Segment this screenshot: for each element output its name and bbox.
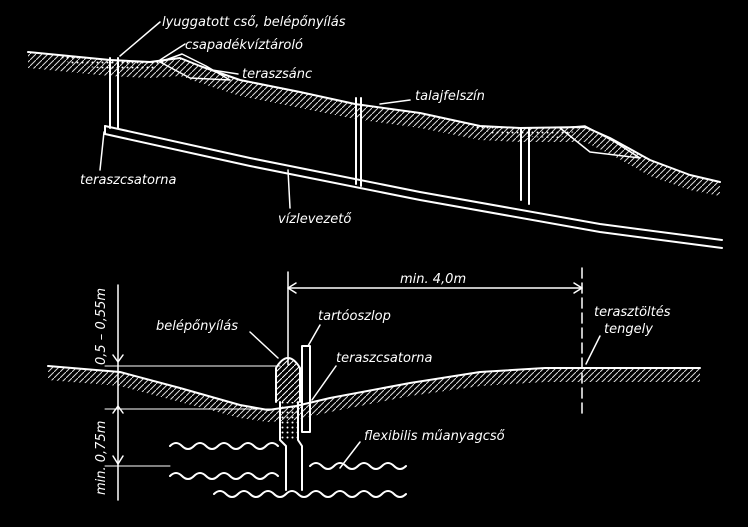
top-storage-left — [60, 56, 172, 70]
top-drain-pipe — [104, 125, 723, 241]
label-drain: vízlevezető — [278, 212, 352, 227]
bottom-section: min. 4,0m 0,5 – 0,55m min. 0,75m — [47, 267, 701, 501]
top-pipe-right — [520, 127, 530, 205]
label-spacing: min. 4,0m — [400, 272, 466, 287]
top-section: lyuggatott cső, belépőnyílás csapadékvíz… — [27, 15, 723, 249]
inlet-dome — [275, 357, 301, 403]
label-terrace-channel-top: teraszcsatorna — [80, 173, 177, 188]
label-pipe-inlet: lyuggatott cső, belépőnyílás — [162, 15, 346, 30]
label-depth-upper: 0,5 – 0,55m — [94, 288, 109, 365]
label-storage: csapadékvíztároló — [185, 38, 303, 53]
top-storage-right — [470, 126, 585, 138]
top-pipe-left — [109, 57, 119, 129]
label-terrace-channel-bottom: teraszcsatorna — [336, 351, 433, 366]
label-depth-lower: min. 0,75m — [94, 421, 109, 495]
support-post — [301, 345, 311, 433]
label-embankment-axis-2: tengely — [604, 322, 653, 337]
inlet-pipe — [279, 401, 303, 491]
label-inlet: belépőnyílás — [156, 319, 238, 334]
label-flexible-pipe: flexibilis műanyagcső — [364, 429, 506, 444]
label-ground-surface: talajfelszín — [415, 89, 485, 104]
top-bank-right — [559, 125, 641, 159]
label-terrace-bank: teraszsánc — [242, 67, 312, 82]
bottom-ground-hatch — [48, 366, 700, 422]
flexible-pipe-top — [169, 442, 279, 450]
label-embankment-axis-1: terasztöltés — [594, 305, 671, 320]
top-bank-left — [159, 53, 231, 81]
flexible-pipe-bottom — [169, 472, 279, 480]
label-post: tartóoszlop — [318, 309, 391, 324]
